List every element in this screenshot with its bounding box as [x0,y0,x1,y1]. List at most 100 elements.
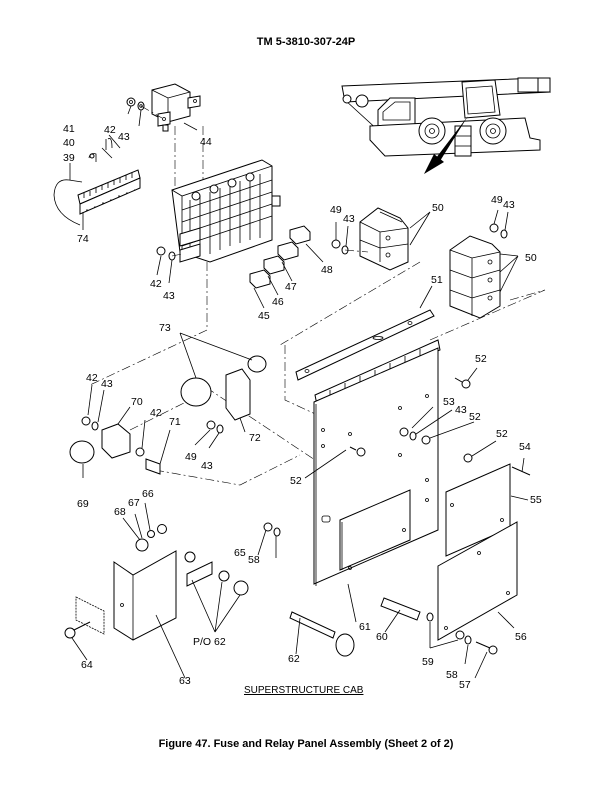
washer-68 [135,538,149,552]
callout-46: 46 [272,296,284,308]
callout-43: 43 [118,131,130,143]
terminal-strip-74 [77,169,141,215]
jumper-39 [53,179,81,226]
nut-49-right [489,223,499,233]
nut-po62-a [184,551,196,563]
terminal-po62 [186,561,213,587]
callout-49: 49 [330,204,342,216]
nut-42-spacer [135,447,145,457]
washer-43-left [91,421,99,431]
washer-43-panel [409,431,417,441]
ring-nut-73 [247,355,267,373]
callout-49: 49 [491,194,503,206]
callout-49: 49 [185,451,197,463]
callout-43: 43 [201,460,213,472]
callout-53: 53 [443,396,455,408]
callout-47: 47 [285,281,297,293]
callout-41: 41 [63,123,75,135]
callout-52: 52 [475,353,487,365]
callout-58: 58 [248,554,260,566]
callout-48: 48 [321,264,333,276]
fuse-47 [277,241,299,261]
callout-67: 67 [128,497,140,509]
panel-61 [313,347,439,586]
washer-43-lower [216,424,224,434]
fuse-45 [249,269,271,289]
relay-44 [151,83,201,132]
callout-45: 45 [258,310,270,322]
callout-43: 43 [503,199,515,211]
callout-66: 66 [142,488,154,500]
fuse-48 [289,225,311,245]
callout-71: 71 [169,416,181,428]
washer-58-bottom [464,635,472,645]
superstructure-cab-label: SUPERSTRUCTURE CAB [244,685,364,696]
bracket-63 [113,550,177,641]
knob-screw-62 [289,611,355,657]
callout-42: 42 [150,278,162,290]
callout-63: 63 [179,675,191,687]
connector-73 [180,377,212,407]
washer-43-right [500,229,508,239]
callout-51: 51 [431,274,443,286]
fuse-relay-block [171,159,281,263]
nut-42-left [81,416,91,426]
callout-72: 72 [249,432,261,444]
clip-41 [105,138,113,150]
callout-54: 54 [519,441,531,453]
callout-44: 44 [200,136,212,148]
nut-66 [157,524,167,534]
callout-p-o-62: P/O 62 [193,636,226,648]
callout-40: 40 [63,137,75,149]
callout-56: 56 [515,631,527,643]
callout-42: 42 [150,407,162,419]
fuse-46 [263,255,285,275]
callout-73: 73 [159,322,171,334]
callout-57: 57 [459,679,471,691]
figure-caption: Figure 47. Fuse and Relay Panel Assembly… [158,738,454,750]
nut-49-left [206,420,216,430]
nut-49-middle [331,239,341,249]
callout-52: 52 [496,428,508,440]
callout-52: 52 [469,411,481,423]
crane-vehicle-locator-icon [341,77,551,174]
callout-62: 62 [288,653,300,665]
callout-43: 43 [343,213,355,225]
cover-56 [437,521,518,641]
callout-65: 65 [234,547,246,559]
spacer-71 [145,458,161,475]
mounting-plate [75,596,105,635]
screw-52-a [454,377,471,389]
relays-50-right [449,235,501,319]
bracket-72 [225,368,251,421]
leader-lines [69,105,529,679]
screw-52-c [421,435,431,445]
callout-52: 52 [290,475,302,487]
washer-59-b [455,630,465,640]
callout-50: 50 [432,202,444,214]
nut-42-block [156,246,166,256]
callout-42: 42 [86,372,98,384]
callout-68: 68 [114,506,126,518]
callout-74: 74 [77,233,89,245]
washer-59-a [426,612,434,622]
rivet-54 [511,466,531,476]
callout-60: 60 [376,631,388,643]
callout-50: 50 [525,252,537,264]
hinge-strip-51 [295,309,435,381]
callout-39: 39 [63,152,75,164]
callout-58: 58 [446,669,458,681]
nut-po62-b [218,570,230,582]
nut-po62-c [233,580,249,596]
callout-64: 64 [81,659,93,671]
washer-67 [147,530,155,538]
callout-61: 61 [359,621,371,633]
relays-50-middle [359,207,409,271]
callout-55: 55 [530,494,542,506]
callout-43: 43 [163,290,175,302]
spacer-53 [399,427,409,437]
document-header: TM 5-3810-307-24P [256,36,356,48]
callout-70: 70 [131,396,143,408]
callout-43: 43 [455,404,467,416]
